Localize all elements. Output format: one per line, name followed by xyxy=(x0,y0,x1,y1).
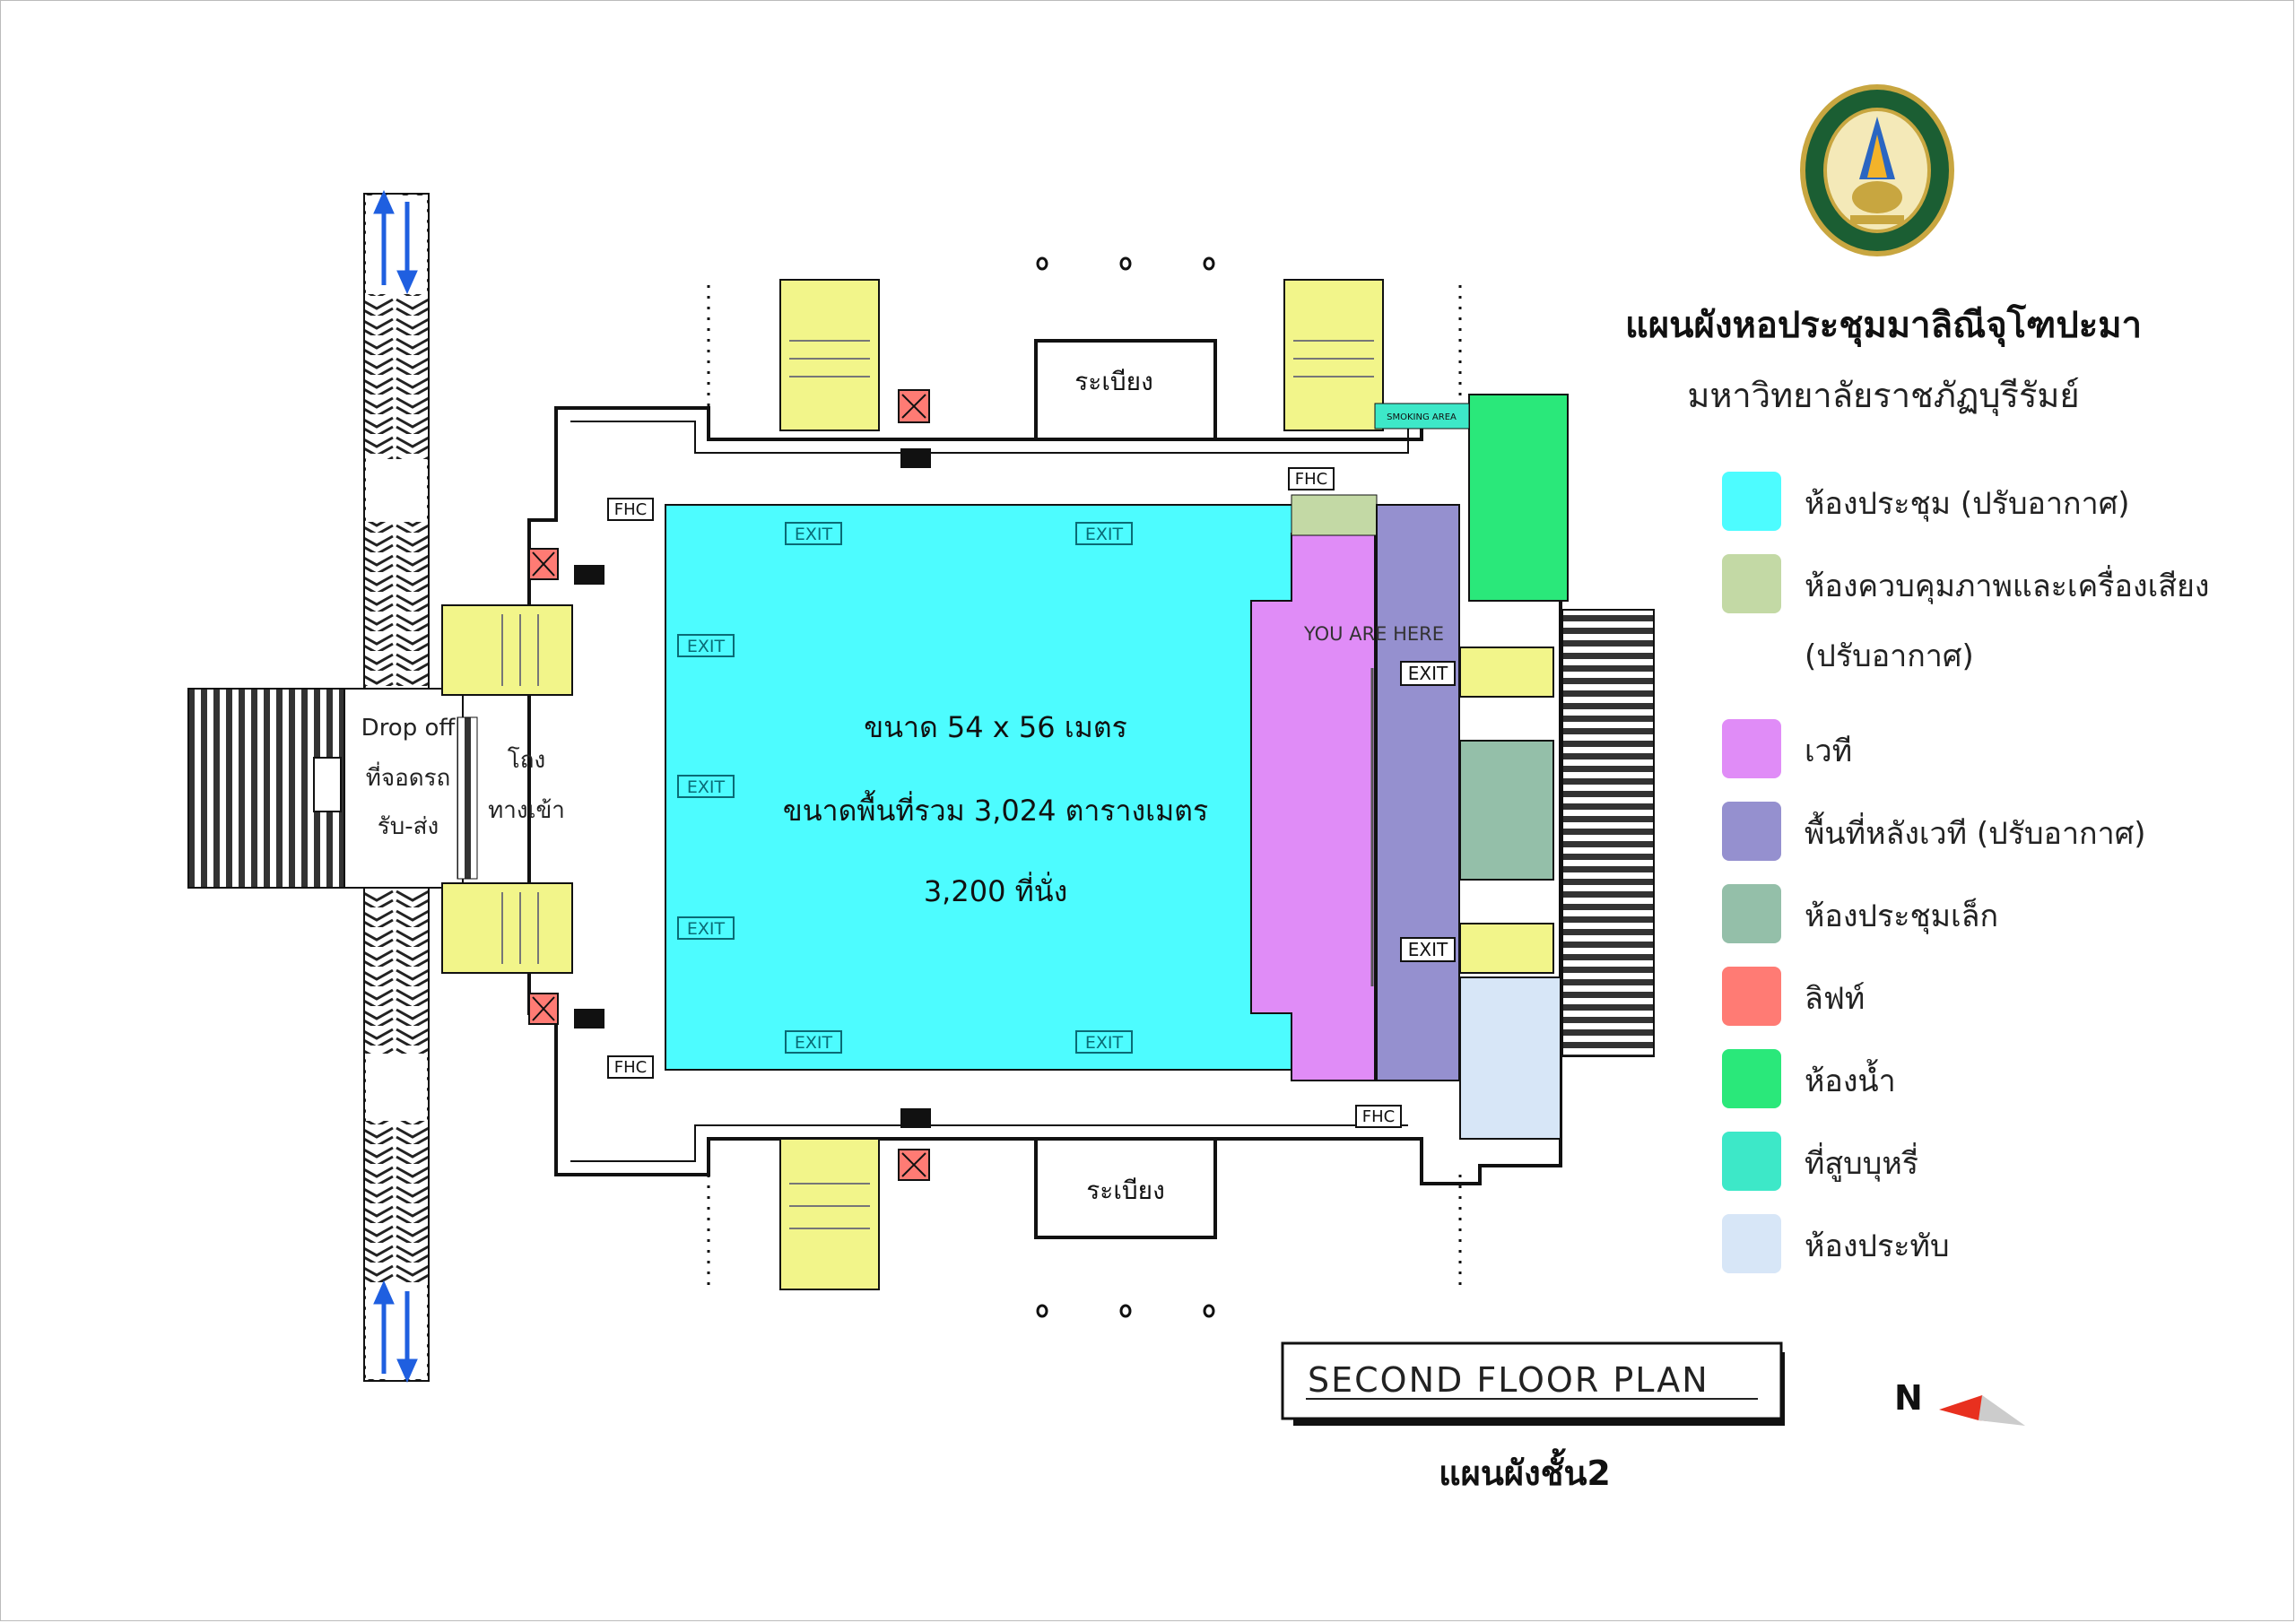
north-label: N xyxy=(1894,1378,1923,1418)
svg-text:EXIT: EXIT xyxy=(1408,939,1448,960)
escalator-icon xyxy=(574,448,931,1128)
legend-swatch xyxy=(1722,554,1781,613)
legend-label-extra: (ปรับอากาศ) xyxy=(1805,638,1974,674)
lift-cross xyxy=(532,394,926,1177)
lobby-label: โถง xyxy=(508,746,545,774)
stairs xyxy=(441,279,1554,1290)
smoking-area xyxy=(1374,403,1470,430)
you-are-here-label: YOU ARE HERE xyxy=(1303,623,1444,645)
drop-off-label: Drop off xyxy=(361,715,457,742)
svg-text:EXIT: EXIT xyxy=(687,777,726,797)
veranda-columns xyxy=(1036,256,1215,1318)
svg-text:EXIT: EXIT xyxy=(687,919,726,939)
svg-text:EXIT: EXIT xyxy=(1085,1033,1124,1053)
svg-text:FHC: FHC xyxy=(614,500,647,519)
university-seal-logo xyxy=(1800,84,1954,256)
east-steps xyxy=(1561,609,1655,1057)
north-arrow-icon xyxy=(1939,1395,2025,1426)
hall-area-label: ขนาดพื้นที่รวม 3,024 ตารางเมตร xyxy=(783,790,1208,828)
svg-text:EXIT: EXIT xyxy=(795,525,833,544)
svg-text:FHC: FHC xyxy=(1362,1107,1395,1126)
main-hall xyxy=(665,504,1294,1071)
legend-label: ลิฟท์ xyxy=(1805,981,1866,1017)
legend-label: ห้องประทับ xyxy=(1805,1228,1950,1264)
veranda-bottom xyxy=(1034,1141,1217,1239)
legend-label: ห้องควบคุมภาพและเครื่องเสียง xyxy=(1805,568,2210,604)
legend-item: เวที xyxy=(1722,714,2224,785)
toilets xyxy=(1468,394,1569,602)
veranda-top xyxy=(1034,339,1217,438)
svg-text:EXIT: EXIT xyxy=(687,637,726,656)
hall-size-label: ขนาด 54 x 56 เมตร xyxy=(864,710,1127,744)
backstage-area xyxy=(1376,504,1460,1081)
map-subtitle: มหาวิทยาลัยราชภัฏบุรีรัมย์ xyxy=(1687,376,2080,415)
veranda-top-label: ระเบียง xyxy=(1074,367,1153,396)
svg-text:EXIT: EXIT xyxy=(1085,525,1124,544)
exit-signs: EXIT EXIT EXIT EXIT EXIT EXIT EXIT xyxy=(677,522,1133,1054)
legend-swatch xyxy=(1722,967,1781,1026)
svg-text:EXIT: EXIT xyxy=(795,1033,833,1053)
legend-swatch xyxy=(1722,1049,1781,1108)
legend-label: เวที xyxy=(1805,733,1853,769)
control-room xyxy=(1291,494,1378,536)
legend-item: ห้องน้ำ xyxy=(1722,1044,2224,1115)
legend-item: ห้องประชุมเล็ก xyxy=(1722,879,2224,950)
road-arrow-icon xyxy=(373,189,418,1384)
small-meeting-room xyxy=(1459,740,1554,881)
legend-item: ลิฟท์ xyxy=(1722,961,2224,1033)
dotted-lines xyxy=(707,285,1462,1291)
legend-label: ห้องน้ำ xyxy=(1805,1063,1896,1099)
legend-swatch xyxy=(1722,472,1781,531)
exit-signs-backstage: EXIT EXIT xyxy=(1400,661,1456,962)
legend-swatch xyxy=(1722,1132,1781,1191)
legend-label: ที่สูบบุหรี่ xyxy=(1805,1146,1919,1182)
entrance-label: ทางเข้า xyxy=(488,797,565,824)
svg-text:FHC: FHC xyxy=(614,1058,647,1077)
legend-swatch xyxy=(1722,802,1781,861)
drop-off-platform xyxy=(187,688,478,889)
legend-label: พื้นที่หลังเวที (ปรับอากาศ) xyxy=(1805,816,2146,852)
drop-off-label-2: ที่จอดรถ xyxy=(366,761,451,792)
plan-title-box: SECOND FLOOR PLAN xyxy=(1281,1341,1785,1426)
legend-item: ที่สูบบุหรี่ xyxy=(1722,1126,2224,1198)
svg-text:SECOND FLOOR PLAN: SECOND FLOOR PLAN xyxy=(1308,1360,1709,1400)
legend-swatch xyxy=(1722,719,1781,778)
veranda-bottom-label: ระเบียง xyxy=(1086,1176,1165,1205)
svg-text:FHC: FHC xyxy=(1295,470,1327,489)
legend-item: ห้องประทับ xyxy=(1722,1209,2224,1280)
legend-label: ห้องประชุม (ปรับอากาศ) xyxy=(1805,486,2130,522)
legend-label: ห้องประชุมเล็ก xyxy=(1805,898,1999,934)
reception-room xyxy=(1459,976,1561,1140)
stair-steps xyxy=(501,340,1374,1229)
fhc-tags: FHC FHC FHC FHC xyxy=(607,467,1402,1128)
hall-seats-label: 3,200 ที่นั่ง xyxy=(924,872,1067,908)
legend-swatch xyxy=(1722,1214,1781,1273)
drop-off-label-3: รับ-ส่ง xyxy=(378,813,439,840)
svg-text:EXIT: EXIT xyxy=(1408,663,1448,684)
legend-item: ห้องประชุม (ปรับอากาศ) xyxy=(1722,466,2224,538)
legend-item: พื้นที่หลังเวที (ปรับอากาศ) xyxy=(1722,796,2224,868)
legend-swatch xyxy=(1722,884,1781,943)
map-title-block: แผนผังหอประชุมมาลิณีจุโฑปะมา มหาวิทยาลัย… xyxy=(1614,296,2152,422)
map-title: แผนผังหอประชุมมาลิณีจุโฑปะมา xyxy=(1624,305,2143,346)
legend-item: ห้องควบคุมภาพและเครื่องเสียง (ปรับอากาศ) xyxy=(1722,549,2224,674)
floor-caption: แผนผังชั้น2 xyxy=(1439,1454,1611,1493)
smoking-area-label: SMOKING AREA xyxy=(1387,412,1457,422)
